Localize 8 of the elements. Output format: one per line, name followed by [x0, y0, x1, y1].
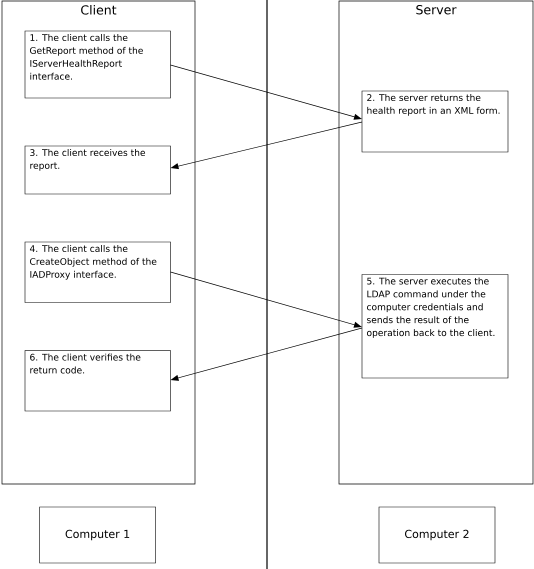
step-box: 6. The client verifies the return code. [24, 350, 171, 412]
step-box: 1. The client calls the GetReport method of the IServerHealthReport interface. [24, 30, 171, 98]
computer-box: Computer 2 [378, 506, 496, 564]
step-box: 4. The client calls the CreateObject method of the IADProxy interface. [24, 242, 171, 303]
step-box: 5. The server executes the LDAP command under the computer credentials and sends the result of the operation back to the client. [362, 274, 508, 378]
step-box: 3. The client receives the report. [24, 146, 171, 194]
step-box: 2. The server returns the health report in an XML form. [362, 90, 508, 152]
computer-box: Computer 1 [39, 506, 156, 564]
